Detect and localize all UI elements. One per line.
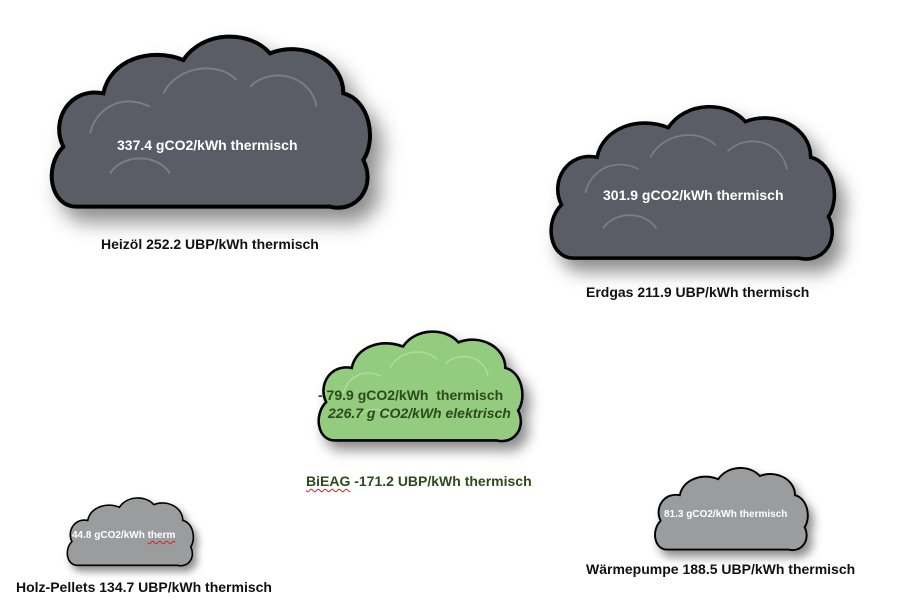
cloud-erdgas-shape (549, 104, 837, 261)
cloud-heizoel-shape (49, 34, 372, 210)
cloud-bieag (317, 330, 524, 443)
bieag-caption-name: BiEAG (306, 473, 351, 489)
bieag-caption: BiEAG -171.2 UBP/kWh thermisch (306, 473, 532, 489)
cloud-bieag-shape (317, 330, 524, 443)
bieag-co2-thermal-value: - 79.9 gCO2/kWh thermisch (318, 387, 504, 403)
cloud-holz-pellets (66, 497, 195, 567)
holz-caption: Holz-Pellets 134.7 UBP/kWh thermisch (16, 579, 272, 595)
waermepumpe-co2-value: 81.3 gCO2/kWh thermisch (664, 509, 788, 520)
cloud-waermepumpe (654, 467, 809, 552)
cloud-erdgas (549, 104, 837, 261)
holz-co2-value-main: 44.8 gCO2/kWh (72, 530, 148, 541)
bieag-caption-rest: -171.2 UBP/kWh thermisch (350, 473, 532, 489)
heizoel-caption: Heizöl 252.2 UBP/kWh thermisch (101, 236, 319, 252)
holz-co2-value: 44.8 gCO2/kWh therm (72, 530, 175, 541)
erdgas-caption: Erdgas 211.9 UBP/kWh thermisch (586, 284, 810, 300)
erdgas-co2-value: 301.9 gCO2/kWh thermisch (603, 187, 784, 203)
waermepumpe-caption: Wärmepumpe 188.5 UBP/kWh thermisch (586, 561, 856, 577)
heizoel-co2-value: 337.4 gCO2/kWh thermisch (117, 137, 298, 153)
holz-co2-value-cut: therm (147, 530, 176, 541)
cloud-holz-shape (66, 497, 195, 567)
bieag-co2-electric-value: 226.7 g CO2/kWh elektrisch (328, 405, 511, 421)
cloud-heizoel (49, 34, 372, 210)
cloud-waerme-shape (654, 467, 809, 552)
